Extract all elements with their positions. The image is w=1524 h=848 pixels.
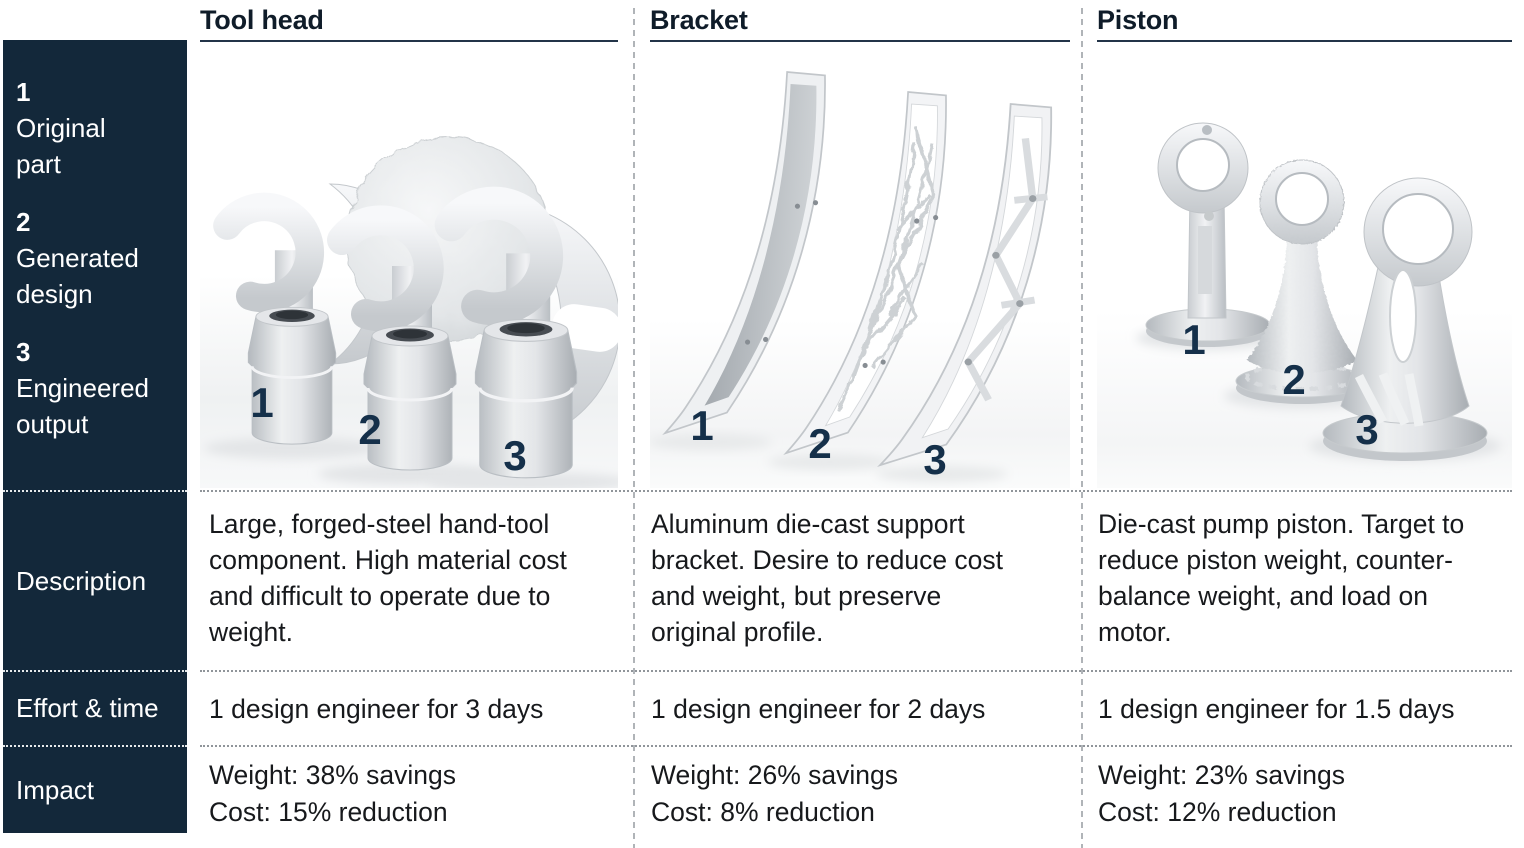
legend-item-generated-design: 2 Generated design <box>16 204 181 312</box>
part-number-3: 3 <box>503 432 526 479</box>
tool-head-illustration: 1 2 3 <box>204 136 618 488</box>
part-number-3: 3 <box>923 436 946 483</box>
part-number-2: 2 <box>1282 356 1305 403</box>
parts-legend: 1 Original part 2 Generated design 3 Eng… <box>16 74 181 464</box>
row-divider <box>200 490 1512 492</box>
effort-tool-head: 1 design engineer for 3 days <box>209 694 544 724</box>
bracket-illustration: 1 2 3 <box>650 71 1053 483</box>
row-label-impact: Impact <box>3 745 187 833</box>
row-label-effort-time: Effort & time <box>3 670 187 745</box>
piston-image-cell: 1 2 3 <box>1097 44 1512 488</box>
bracket-image-cell: 1 2 3 <box>650 44 1070 488</box>
piston-illustration: 1 2 3 <box>1136 122 1501 461</box>
legend-label: Original part <box>16 113 106 179</box>
effort-piston: 1 design engineer for 1.5 days <box>1098 694 1455 724</box>
legend-number: 1 <box>16 77 31 107</box>
header-underline <box>650 40 1070 42</box>
row-label-description: Description <box>3 490 187 670</box>
row-divider <box>200 745 1512 747</box>
impact-piston: Weight: 23% savings Cost: 12% reduction <box>1098 757 1345 831</box>
legend-item-original-part: 1 Original part <box>16 74 181 182</box>
column-title-bracket: Bracket <box>650 5 748 35</box>
description-piston: Die-cast pump piston. Target to reduce p… <box>1098 509 1465 647</box>
impact-cost: Cost: 8% reduction <box>651 797 875 827</box>
row-label-text: Description <box>16 565 147 596</box>
part-number-1: 1 <box>250 379 273 426</box>
header-underline <box>1097 40 1512 42</box>
column-title-tool-head: Tool head <box>200 5 324 35</box>
legend-label: Generated design <box>16 243 139 309</box>
column-divider <box>633 8 635 848</box>
legend-sidebar: 1 Original part 2 Generated design 3 Eng… <box>3 40 187 833</box>
row-label-text: Impact <box>16 774 95 805</box>
impact-weight: Weight: 38% savings <box>209 760 456 790</box>
tool-head-image-cell: 1 2 3 <box>200 44 618 488</box>
column-divider <box>1081 8 1083 848</box>
effort-bracket: 1 design engineer for 2 days <box>651 694 986 724</box>
legend-number: 2 <box>16 207 31 237</box>
impact-weight: Weight: 26% savings <box>651 760 898 790</box>
part-number-1: 1 <box>1182 316 1205 363</box>
impact-tool-head: Weight: 38% savings Cost: 15% reduction <box>209 757 456 831</box>
part-number-2: 2 <box>358 406 381 453</box>
column-title-piston: Piston <box>1097 5 1179 35</box>
part-number-3: 3 <box>1355 406 1378 453</box>
description-bracket: Aluminum die-cast support bracket. Desir… <box>651 509 1004 647</box>
impact-weight: Weight: 23% savings <box>1098 760 1345 790</box>
legend-label: Engineered output <box>16 373 149 439</box>
row-divider <box>200 670 1512 672</box>
part-number-1: 1 <box>690 402 713 449</box>
impact-bracket: Weight: 26% savings Cost: 8% reduction <box>651 757 898 831</box>
legend-number: 3 <box>16 337 31 367</box>
part-number-2: 2 <box>808 420 831 467</box>
description-tool-head: Large, forged-steel hand-tool component.… <box>209 509 567 647</box>
impact-cost: Cost: 12% reduction <box>1098 797 1337 827</box>
header-underline <box>200 40 618 42</box>
impact-cost: Cost: 15% reduction <box>209 797 448 827</box>
row-label-text: Effort & time <box>16 693 159 723</box>
legend-item-engineered-output: 3 Engineered output <box>16 334 181 442</box>
